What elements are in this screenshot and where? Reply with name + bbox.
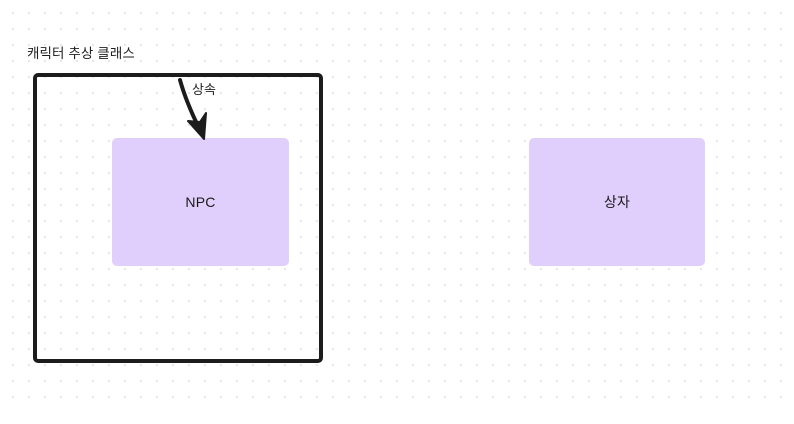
node-box-label: 상자 — [603, 194, 631, 210]
node-box[interactable]: 상자 — [529, 138, 705, 266]
group-title: 캐릭터 추상 클래스 — [27, 46, 135, 61]
node-npc-label: NPC — [185, 194, 216, 210]
node-npc[interactable]: NPC — [112, 138, 289, 266]
canvas-right-margin — [785, 0, 794, 424]
abstract-class-group-frame[interactable] — [33, 73, 323, 363]
inheritance-edge-label: 상속 — [192, 82, 216, 97]
canvas-bottom-margin — [0, 411, 794, 424]
